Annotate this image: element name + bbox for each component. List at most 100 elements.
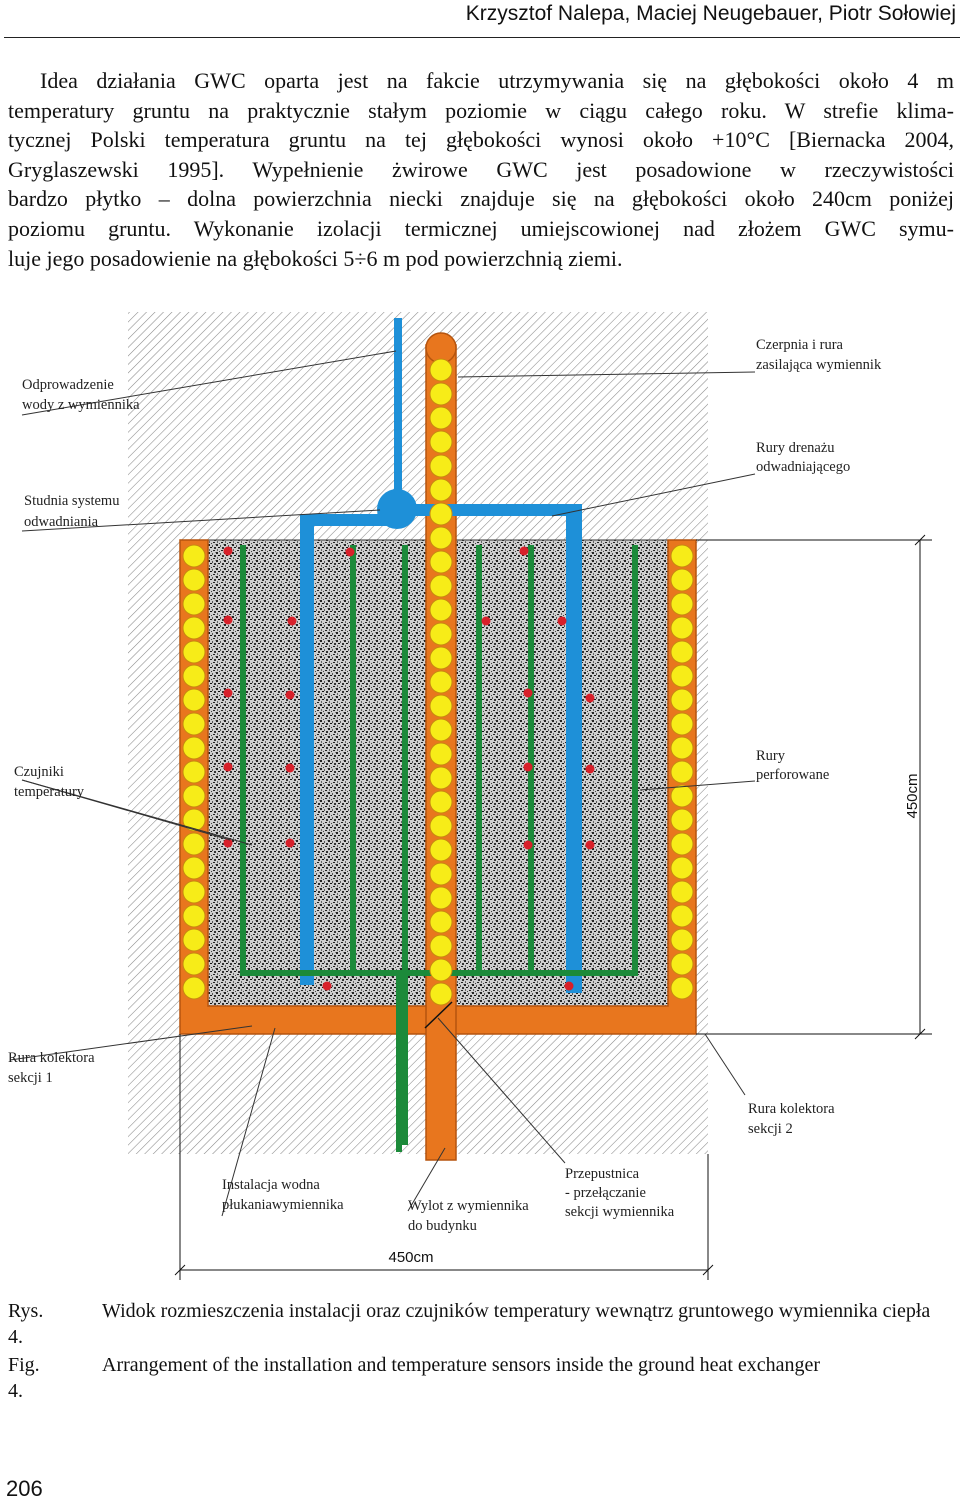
temperature-sensor [523,762,533,772]
dimension-height [696,534,932,1040]
drainage-well [377,489,417,529]
body-line: luje jego posadowienie na głębokości 5÷6… [8,245,623,271]
yellow-ring [182,784,206,808]
temperature-sensor [285,763,295,773]
yellow-ring [429,670,453,694]
drain-pipe-left-branch [300,514,397,985]
yellow-ring [429,718,453,742]
body-paragraph: Idea działania GWC oparta jest na fakcie… [8,66,954,273]
label-perforowane-2: perforowane [756,767,829,783]
yellow-ring [670,976,694,1000]
yellow-ring [670,832,694,856]
caption-en-text: Arrangement of the installation and temp… [102,1354,821,1376]
yellow-ring [429,454,453,478]
caption-pl-text: Widok rozmieszczenia instalacji oraz czu… [102,1300,931,1322]
yellow-ring [429,766,453,790]
damper-line [424,1001,453,1029]
temperature-sensor [585,764,595,774]
body-line: poziomu gruntu. Wykonanie izolacji termi… [8,215,954,241]
label-wylot-2: do budynku [408,1218,477,1234]
label-kolektor-1: Rura kolektora [8,1050,95,1066]
yellow-ring [182,928,206,952]
caption-pl-number: Rys. 4. [8,1300,44,1348]
yellow-ring [670,760,694,784]
yellow-ring [429,550,453,574]
temperature-sensor [557,616,567,626]
yellow-ring [670,952,694,976]
label-odprowadzenie-2: wody z wymiennika [22,397,140,413]
yellow-ring [670,880,694,904]
temperature-sensor [322,981,332,991]
body-line: temperatury gruntu na praktycznie stałym… [8,97,954,123]
temperature-sensor [223,688,233,698]
label-przepustnica-2: - przełączanie [565,1185,646,1201]
temperature-sensor [223,615,233,625]
yellow-ring [670,544,694,568]
yellow-ring [182,808,206,832]
label-odprowadzenie: Odprowadzenie [22,377,114,393]
label-studnia: Studnia systemu [24,493,119,509]
header-authors: Krzysztof Nalepa, Maciej Neugebauer, Pio… [465,2,956,25]
yellow-ring [670,712,694,736]
yellow-ring [429,958,453,982]
yellow-ring [670,664,694,688]
yellow-ring [429,886,453,910]
label-wylot: Wylot z wymiennika [408,1198,529,1214]
yellow-ring [670,688,694,712]
temperature-sensor [481,616,491,626]
yellow-ring [429,622,453,646]
yellow-ring [429,742,453,766]
temperature-sensor [585,693,595,703]
yellow-ring [182,664,206,688]
label-drenaz: Rury drenażu [756,440,835,456]
label-przepustnica-3: sekcji wymiennika [565,1204,675,1220]
yellow-ring [429,862,453,886]
yellow-ring [429,358,453,382]
yellow-ring [429,478,453,502]
figure-labels: Odprowadzenie wody z wymiennika Czerpnia… [8,337,882,1234]
temperature-sensor [523,840,533,850]
label-instalacja: Instalacja wodna [222,1177,320,1193]
heat-exchanger-figure: 450cm 450cm Odprowadzenie wody z wymienn… [8,312,932,1280]
body-line: Gryglaszewski 1995]. Wypełnienie żwirowe… [8,156,954,182]
temperature-sensor [285,690,295,700]
page-number: 206 [6,1476,43,1501]
temperature-sensors [223,546,595,991]
yellow-ring [182,592,206,616]
yellow-ring [670,568,694,592]
yellow-ring [429,574,453,598]
yellow-ring [429,646,453,670]
dimension-height-label: 450cm [904,773,921,818]
temperature-sensor [345,547,355,557]
temperature-sensor [223,762,233,772]
yellow-ring [182,544,206,568]
yellow-ring [429,910,453,934]
yellow-ring [429,430,453,454]
yellow-ring [670,592,694,616]
label-drenaz-2: odwadniającego [756,459,850,475]
yellow-ring [182,712,206,736]
yellow-ring [429,838,453,862]
temperature-sensor [585,840,595,850]
yellow-ring [429,382,453,406]
yellow-ring [429,598,453,622]
yellow-ring [670,856,694,880]
yellow-ring [429,502,453,526]
yellow-ring [670,736,694,760]
yellow-ring [182,760,206,784]
label-kolektor-2: Rura kolektora [748,1101,835,1117]
dimension-width-label: 450cm [388,1249,433,1266]
header-rule [4,37,960,38]
temperature-sensor [285,838,295,848]
yellow-ring [182,904,206,928]
label-kolektor-2-2: sekcji 2 [748,1121,793,1137]
yellow-ring [670,928,694,952]
label-kolektor-1-2: sekcji 1 [8,1070,53,1086]
yellow-ring [182,856,206,880]
yellow-ring [182,616,206,640]
yellow-ring [182,736,206,760]
temperature-sensor [564,981,574,991]
leader-lines [9,350,756,1217]
yellow-ring [182,952,206,976]
temperature-sensor [287,616,297,626]
